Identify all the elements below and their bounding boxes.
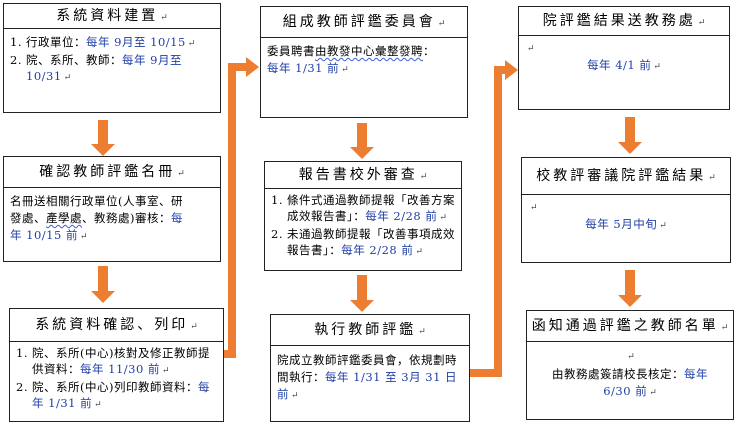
step-body: 委員聘書由教發中心彙整發聘： 每年 1/31 前↵ (267, 44, 435, 75)
body-line: 每年 4/1 前↵ (587, 58, 661, 72)
arrow-down-icon (618, 270, 642, 307)
list-item: 2.院、系所、教師：每年 9月至 10/31↵ (10, 53, 182, 83)
body-line: 發處、產學處、教務處)審核：每 (10, 211, 183, 225)
arrow-down-icon (91, 266, 115, 303)
step-body: 1.院、系所(中心)核對及修正教師提供資料：每年 11/30 前↵ 2.院、系所… (10, 342, 223, 416)
list-item: 1.條件式通過教師提報「改善方案成效報告書」：每年 2/28 前↵ (271, 193, 455, 223)
step-title: 校教評審議院評鑑結果↵ (522, 158, 730, 195)
step-body: 1.條件式通過教師提報「改善方案成效報告書」：每年 2/28 前↵ 2.未通過教… (265, 189, 461, 263)
arrow-down-icon (350, 275, 374, 312)
body-line: 每年 5月中旬↵ (585, 217, 667, 231)
step-form-committee: 組成教師評鑑委員會↵ 委員聘書由教發中心彙整發聘： 每年 1/31 前↵ (260, 6, 468, 118)
list-item: 1.院、系所(中心)核對及修正教師提供資料：每年 11/30 前↵ (16, 346, 210, 376)
arrow-down-icon (350, 123, 374, 159)
step-title: 確認教師評鑑名冊↵ (4, 157, 220, 188)
step-body: 1.行政單位：每年 9月至 10/15↵ 2.院、系所、教師：每年 9月至 10… (4, 29, 220, 89)
list-item: 1.行政單位：每年 9月至 10/15↵ (10, 35, 196, 49)
step-external-review: 報告書校外審查↵ 1.條件式通過教師提報「改善方案成效報告書」：每年 2/28 … (264, 161, 462, 271)
body-line: ↵ (530, 203, 538, 213)
step-title: 系統資料確認、列印↵ (10, 309, 223, 342)
body-line: 6/30 前↵ (603, 384, 657, 398)
step-body: 名冊送相關行政單位(人事室、研 發處、產學處、教務處)審核：每 年 10/15 … (4, 188, 220, 249)
step-body: ↵ 由教務處簽請校長核定：每年 6/30 前↵ (527, 342, 733, 405)
list-item: 2.未通過教師提報「改善事項成效報告書」：每年 2/28 前↵ (271, 227, 455, 257)
step-confirm-roster: 確認教師評鑑名冊↵ 名冊送相關行政單位(人事室、研 發處、產學處、教務處)審核：… (3, 156, 221, 262)
arrow-elbow-icon (460, 60, 518, 377)
step-body: 院成立教師評鑑委員會，依規劃時間執行：每年 1/31 至 3月 31 日前↵ (277, 353, 458, 401)
step-body: ↵ 每年 4/1 前↵ (519, 36, 729, 78)
step-title: 執行教師評鑑↵ (271, 315, 469, 346)
arrow-down-icon (618, 117, 642, 154)
step-university-review: 校教評審議院評鑑結果↵ ↵ 每年 5月中旬↵ (521, 157, 731, 263)
step-execute-evaluation: 執行教師評鑑↵ 院成立教師評鑑委員會，依規劃時間執行：每年 1/31 至 3月 … (270, 314, 470, 422)
arrow-down-icon (91, 120, 115, 156)
body-line: 由教務處簽請校長核定：每年 (552, 367, 708, 381)
step-system-data-print: 系統資料確認、列印↵ 1.院、系所(中心)核對及修正教師提供資料：每年 11/3… (9, 308, 224, 422)
step-title: 組成教師評鑑委員會↵ (261, 7, 467, 38)
step-title: 報告書校外審查↵ (265, 162, 461, 189)
list-item: 2.院、系所(中心)列印教師資料：每年 1/31 前↵ (16, 380, 210, 410)
step-system-data-setup: 系統資料建置↵ 1.行政單位：每年 9月至 10/15↵ 2.院、系所、教師：每… (3, 3, 221, 113)
arrow-elbow-icon (224, 57, 259, 358)
step-title: 系統資料建置↵ (4, 4, 220, 29)
body-line: ↵ (527, 44, 535, 54)
step-body: ↵ 每年 5月中旬↵ (522, 195, 730, 237)
body-line: ↵ (627, 352, 635, 362)
step-title: 函知通過評鑑之教師名單↵ (527, 311, 733, 342)
step-title: 院評鑑結果送教務處↵ (519, 7, 729, 36)
step-notify-passed-teachers: 函知通過評鑑之教師名單↵ ↵ 由教務處簽請校長核定：每年 6/30 前↵ (526, 310, 734, 420)
body-line: 名冊送相關行政單位(人事室、研 (10, 194, 183, 208)
body-line: 年 10/15 前↵ (10, 228, 88, 242)
step-send-to-academic-affairs: 院評鑑結果送教務處↵ ↵ 每年 4/1 前↵ (518, 6, 730, 110)
